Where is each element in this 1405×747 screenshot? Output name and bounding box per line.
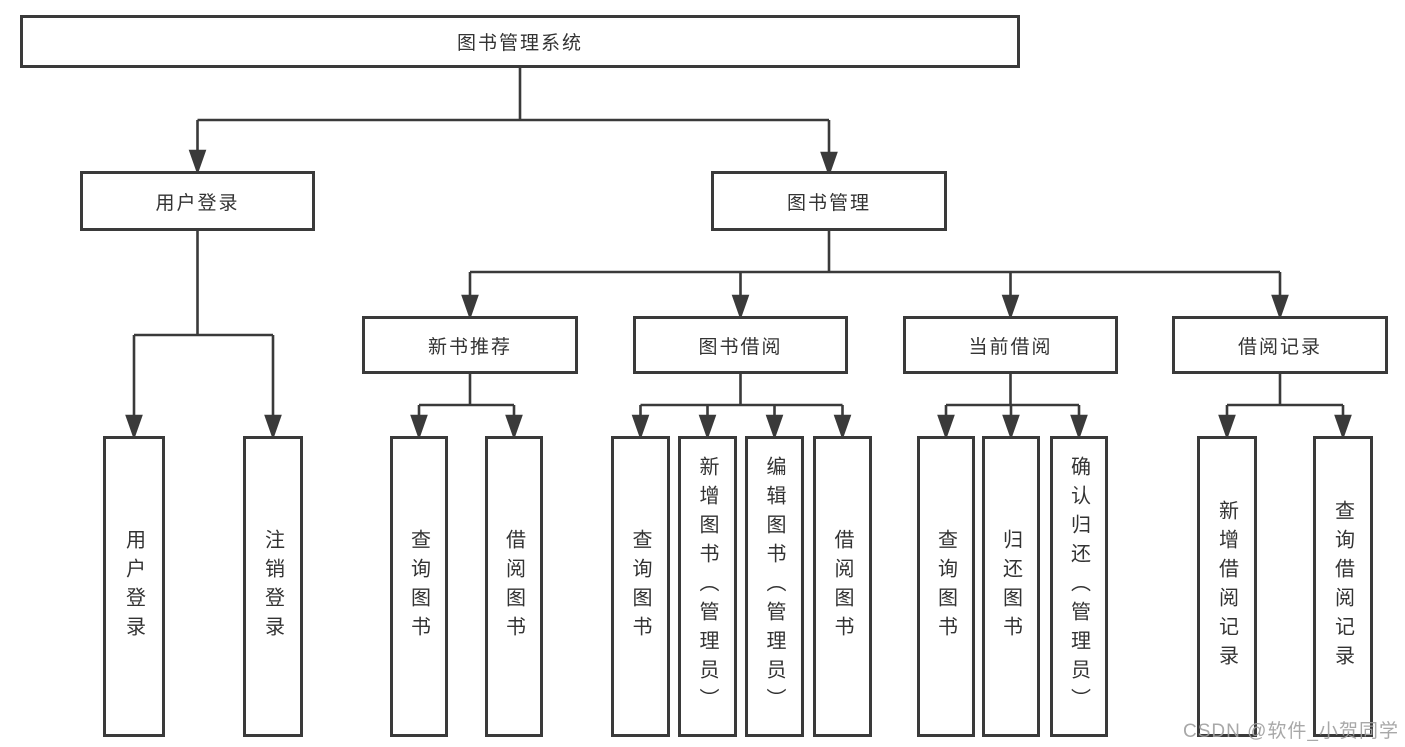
leaf-return-books-label: 归还图书 [999,528,1022,645]
node-book-mgmt-label: 图书管理 [786,192,871,214]
leaf-logout: 注销登录 [243,436,303,737]
node-new-book-rec: 新书推荐 [362,316,578,374]
leaf-user-login-label: 用户登录 [122,528,145,645]
connector-borrowrecords-to-leaves [1218,374,1352,440]
node-new-book-rec-label: 新书推荐 [427,336,512,358]
leaf-confirm-return-label: 确认归还（管理员） [1067,456,1090,717]
node-book-mgmt: 图书管理 [711,171,947,231]
leaf-add-record: 新增借阅记录 [1197,436,1257,737]
connector-userlogin-to-leaves [125,231,282,440]
node-book-borrow: 图书借阅 [633,316,848,374]
leaf-query-books-a-label: 查询图书 [407,528,430,645]
leaf-borrow-books-a-label: 借阅图书 [502,528,525,645]
leaf-query-record-label: 查询借阅记录 [1331,499,1354,674]
node-book-borrow-label: 图书借阅 [698,336,783,358]
leaf-edit-books-label: 编辑图书（管理员） [763,456,785,717]
node-borrow-records: 借阅记录 [1172,316,1388,374]
leaf-return-books: 归还图书 [982,436,1040,737]
node-root-label: 图书管理系统 [456,33,583,54]
leaf-query-books-c: 查询图书 [917,436,975,737]
node-current-borrow-label: 当前借阅 [968,336,1053,358]
node-user-login-label: 用户登录 [155,192,240,214]
connector-bookborrow-to-leaves [631,374,852,440]
leaf-borrow-books-a: 借阅图书 [485,436,543,737]
connector-currentborrow-to-leaves [937,374,1088,440]
leaf-query-record: 查询借阅记录 [1313,436,1373,737]
node-root: 图书管理系统 [20,15,1020,68]
leaf-confirm-return: 确认归还（管理员） [1050,436,1108,737]
leaf-add-books-label: 新增图书（管理员） [696,456,718,717]
node-user-login: 用户登录 [80,171,315,231]
leaf-edit-books: 编辑图书（管理员） [745,436,804,737]
leaf-logout-label: 注销登录 [261,528,284,645]
connector-newbookrec-to-leaves [410,374,523,440]
leaf-borrow-books-b: 借阅图书 [813,436,872,737]
leaf-query-books-a: 查询图书 [390,436,448,737]
node-borrow-records-label: 借阅记录 [1237,336,1322,358]
connector-root-to-level2 [188,68,838,177]
connector-bookmgmt-to-level3 [461,231,1289,320]
leaf-query-books-b-label: 查询图书 [629,528,651,645]
leaf-add-books: 新增图书（管理员） [678,436,737,737]
leaf-query-books-c-label: 查询图书 [934,528,957,645]
node-current-borrow: 当前借阅 [903,316,1118,374]
leaf-user-login: 用户登录 [103,436,165,737]
leaf-query-books-b: 查询图书 [611,436,670,737]
leaf-borrow-books-b-label: 借阅图书 [831,528,853,645]
leaf-add-record-label: 新增借阅记录 [1215,499,1238,674]
watermark: CSDN @软件_小贺同学 [1183,721,1399,742]
